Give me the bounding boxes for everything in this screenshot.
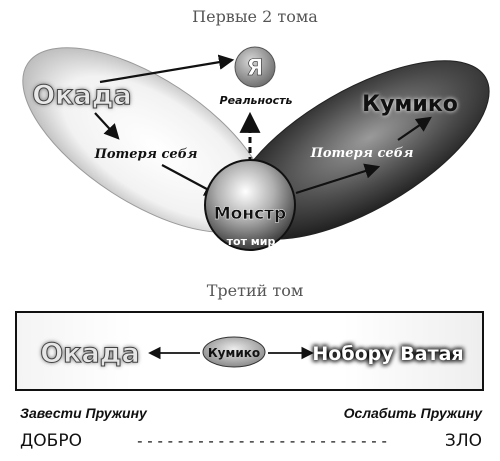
- monster-sphere: [204, 159, 296, 251]
- okada-to-self-arrow: [99, 54, 235, 84]
- wind-spring-caption: Завести Пружину: [20, 405, 148, 421]
- self-label: Я: [247, 56, 264, 81]
- unwind-spring-caption: Ослабить Пружину: [344, 405, 484, 421]
- monster-title: Монстр: [214, 204, 286, 224]
- monster-subtitle: тот мир: [227, 235, 276, 248]
- monster-to-loss-arrow: [295, 163, 381, 195]
- part1-title: Первые 2 тома: [192, 7, 318, 26]
- okada-to-loss-arrow: [94, 112, 120, 140]
- scale-dashes: - - - - - - - - - - - - - - - - - - - - …: [137, 432, 387, 450]
- okada-label: Окада: [32, 80, 132, 111]
- part2-okada-label: Окада: [40, 338, 140, 369]
- kumiko-glow: Кумико: [362, 92, 458, 117]
- okada-glow: Окада: [32, 80, 132, 111]
- part2-title: Третий том: [207, 281, 304, 300]
- part2-okada-glow: Окада: [40, 338, 140, 369]
- good-label: ДОБРО: [20, 431, 82, 451]
- part2-noboru-glow: Нобору Ватая: [312, 343, 463, 365]
- part2-kumiko-pill: [202, 336, 266, 368]
- self-circle: [234, 46, 276, 88]
- part2-noboru-label: Нобору Ватая: [312, 343, 463, 365]
- part2-kumiko-label: Кумико: [208, 346, 260, 360]
- loss-left-label: Потеря себя: [94, 147, 198, 162]
- reality-label: Реальность: [220, 94, 293, 107]
- evil-label: ЗЛО: [445, 431, 482, 451]
- kumiko-label: Кумико: [362, 92, 458, 117]
- loss-right-label: Потеря себя: [310, 146, 414, 161]
- loss-to-kumiko-arrow: [397, 116, 432, 141]
